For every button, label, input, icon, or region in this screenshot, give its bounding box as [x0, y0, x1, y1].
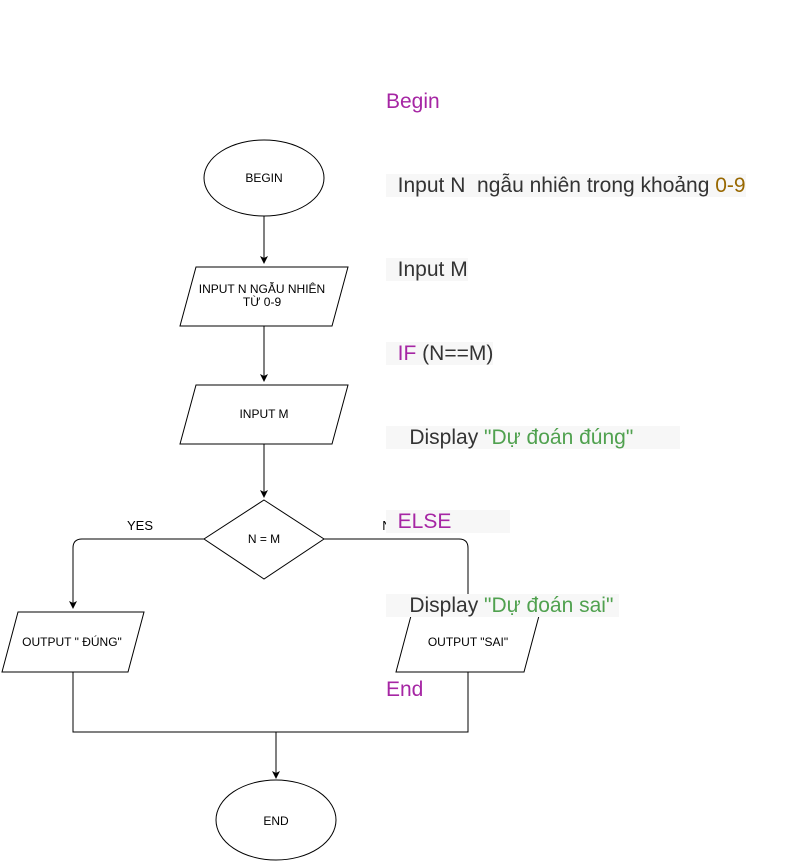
- code-end-keyword: End: [386, 678, 424, 701]
- code-if-condition: (N==M): [416, 342, 494, 365]
- output-dung-label: OUTPUT " ĐÚNG": [22, 634, 122, 649]
- code-display-keyword-2: Display: [409, 594, 485, 617]
- code-input-n-block: Input N ngẫu nhiên trong khoảng 0-9: [386, 174, 746, 197]
- input-n-label-line2: TỪ 0-9: [243, 294, 282, 309]
- end-label: END: [263, 814, 289, 828]
- code-line-else: ELSE: [386, 508, 746, 536]
- code-display-dung-block: Display "Dự đoán đúng": [386, 426, 680, 449]
- input-m-label: INPUT M: [239, 407, 288, 421]
- decision-label: N = M: [248, 532, 280, 546]
- code-line-display-dung: Display "Dự đoán đúng": [386, 424, 746, 452]
- code-else-keyword: ELSE: [397, 510, 452, 533]
- code-input-n-range: 0-9: [715, 174, 746, 197]
- code-line-if: IF (N==M): [386, 340, 746, 368]
- code-if-keyword: IF: [397, 342, 417, 365]
- pseudocode-block: Begin Input N ngẫu nhiên trong khoảng 0-…: [386, 32, 746, 732]
- code-display-string-dung: "Dự đoán đúng": [484, 426, 634, 449]
- input-n-label-line1: INPUT N NGẪU NHIÊN: [199, 281, 325, 296]
- code-display-string-sai: "Dự đoán sai": [484, 594, 614, 617]
- begin-label: BEGIN: [245, 171, 282, 185]
- code-input-m-block: Input M: [386, 258, 468, 281]
- code-line-display-sai: Display "Dự đoán sai": [386, 592, 746, 620]
- code-line-begin: Begin: [386, 88, 746, 116]
- end-terminal: [215, 779, 337, 861]
- code-if-block: IF (N==M): [386, 342, 494, 365]
- code-line-end: End: [386, 676, 746, 704]
- code-line-input-n: Input N ngẫu nhiên trong khoảng 0-9: [386, 172, 746, 200]
- code-display-keyword-1: Display: [409, 426, 485, 449]
- code-display-sai-block: Display "Dự đoán sai": [386, 594, 620, 617]
- decision-diamond: [203, 499, 325, 580]
- edge-yes: [69, 538, 204, 609]
- code-input-m-text: Input M: [397, 258, 468, 281]
- input-n-parallelogram: [179, 266, 349, 327]
- code-begin-keyword: Begin: [386, 90, 440, 113]
- code-line-input-m: Input M: [386, 256, 746, 284]
- code-input-n-text: Input N ngẫu nhiên trong khoảng: [397, 174, 716, 197]
- input-m-parallelogram: [179, 384, 349, 445]
- output-sai-label: OUTPUT "SAI": [428, 635, 508, 649]
- code-else-block: ELSE: [386, 510, 510, 533]
- yes-label: YES: [127, 518, 153, 533]
- output-dung-parallelogram: [1, 611, 145, 673]
- edge-merge: [72, 672, 469, 733]
- edge-no: [324, 538, 472, 609]
